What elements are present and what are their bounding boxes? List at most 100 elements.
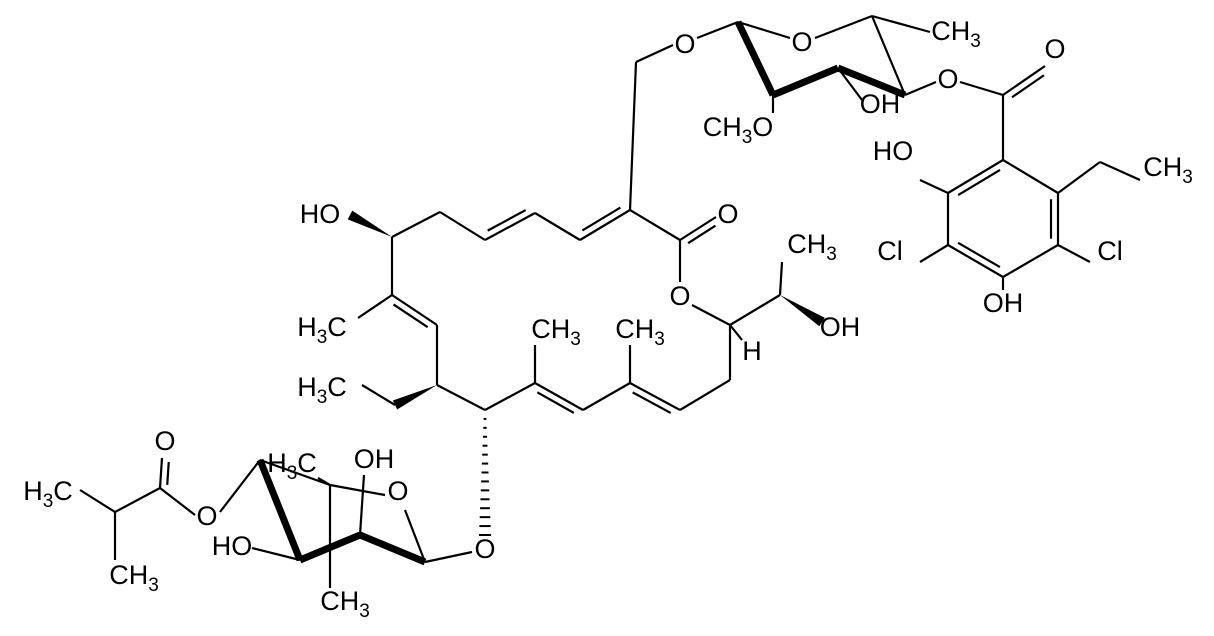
label-part: CH xyxy=(703,112,742,142)
bold-bond xyxy=(734,20,777,97)
double-bond-inner xyxy=(632,391,672,414)
label-part: O xyxy=(669,281,690,311)
label-part: 3 xyxy=(970,31,981,52)
label-part: CH xyxy=(615,314,654,344)
label-part: 3 xyxy=(43,491,54,512)
double-bond-inner xyxy=(957,169,1001,196)
label-part: O xyxy=(154,426,175,456)
label-part: CH xyxy=(931,16,970,46)
atom-label-cl-right: Cl xyxy=(1097,236,1123,266)
label-part: 3 xyxy=(148,575,159,596)
label-part: Cl xyxy=(877,236,903,266)
single-bond xyxy=(1002,244,1059,278)
single-bond xyxy=(357,294,393,319)
double-bond-inner xyxy=(957,241,1001,269)
atom-label-oh-aromatic: OH xyxy=(983,288,1024,318)
atom-label-och3-top-sugar: CH3O xyxy=(703,112,774,148)
single-bond xyxy=(837,67,863,101)
label-part: OH xyxy=(983,288,1024,318)
single-bond xyxy=(904,80,937,97)
label-part: 3 xyxy=(287,463,298,484)
single-bond xyxy=(729,294,781,326)
single-bond xyxy=(871,14,931,34)
double-bond-inner xyxy=(392,303,429,329)
wedge-bond xyxy=(392,385,437,410)
single-bond xyxy=(439,211,486,241)
single-bond xyxy=(582,382,631,411)
double-bond xyxy=(947,244,1004,278)
label-part: O xyxy=(717,199,738,229)
atom-label-oh-top-sugar: OH xyxy=(860,89,901,119)
atom-label-h3c-vinyl: H3C xyxy=(297,312,347,348)
single-bond xyxy=(629,209,681,241)
label-part: CH xyxy=(109,560,148,590)
atom-label-h3c-ethyl: H3C xyxy=(297,372,347,408)
single-bond xyxy=(361,384,396,406)
single-bond xyxy=(919,179,949,194)
single-bond xyxy=(259,458,331,487)
label-part: O xyxy=(196,501,217,531)
single-bond xyxy=(1057,161,1101,194)
label-part: OH xyxy=(860,89,901,119)
bonds xyxy=(79,14,1141,588)
label-part: HO xyxy=(873,136,914,166)
label-part: O xyxy=(937,64,958,94)
double-bond-inner xyxy=(166,461,170,485)
label-part: HO xyxy=(300,199,341,229)
double-bond xyxy=(1002,65,1046,96)
label-part: O xyxy=(387,476,408,506)
label-part: H xyxy=(267,448,287,478)
double-bond xyxy=(579,209,631,241)
label-part: Cl xyxy=(1097,236,1123,266)
double-bond xyxy=(484,212,536,241)
label-part: 3 xyxy=(1182,167,1193,188)
atom-label-oh-side: OH xyxy=(820,312,861,342)
atom-label-o-glyco-top: O xyxy=(674,29,695,59)
single-bond xyxy=(358,474,366,536)
label-part: CH xyxy=(320,586,359,616)
atom-label-cl-left: Cl xyxy=(877,236,903,266)
single-bond xyxy=(1002,159,1059,194)
single-bond xyxy=(484,382,536,411)
label-part: HO xyxy=(212,531,253,561)
double-bond-inner xyxy=(1011,74,1045,99)
label-part: H xyxy=(297,372,317,402)
label-part: 3 xyxy=(570,329,581,350)
single-bond xyxy=(251,546,301,562)
bold-bond xyxy=(358,531,427,566)
label-part: H xyxy=(742,336,762,366)
double-bond xyxy=(391,294,438,326)
single-bond xyxy=(635,44,674,63)
single-bond xyxy=(628,61,638,211)
single-bond xyxy=(691,304,731,326)
single-bond xyxy=(870,15,907,96)
bold-bond xyxy=(836,64,907,99)
single-bond xyxy=(159,487,196,516)
label-part: 3 xyxy=(742,127,753,148)
single-bond xyxy=(534,212,581,241)
single-bond xyxy=(79,489,116,513)
single-bond xyxy=(919,244,949,263)
double-bond xyxy=(534,382,584,411)
label-part: C xyxy=(327,372,347,402)
single-bond xyxy=(219,459,261,513)
label-part: 3 xyxy=(654,329,665,350)
label-part: CH xyxy=(531,314,570,344)
label-part: C xyxy=(297,448,317,478)
double-bond xyxy=(947,159,1004,194)
double-bond xyxy=(629,382,681,411)
double-bond-inner xyxy=(581,206,621,232)
double-bond xyxy=(158,457,164,489)
label-part: O xyxy=(752,112,773,142)
label-part: O xyxy=(674,29,695,59)
atom-label-o-glyco-bottom: O xyxy=(474,534,495,564)
label-part: 3 xyxy=(317,327,328,348)
label-part: OH xyxy=(820,312,861,342)
atom-label-h3c-isobutyryl: H3C xyxy=(23,476,73,512)
label-part: H xyxy=(297,312,317,342)
label-part: 3 xyxy=(359,601,370,622)
atom-label-ch3-top-sugar: CH3 xyxy=(931,16,981,52)
label-part: O xyxy=(791,27,812,57)
double-bond-inner xyxy=(536,391,575,414)
